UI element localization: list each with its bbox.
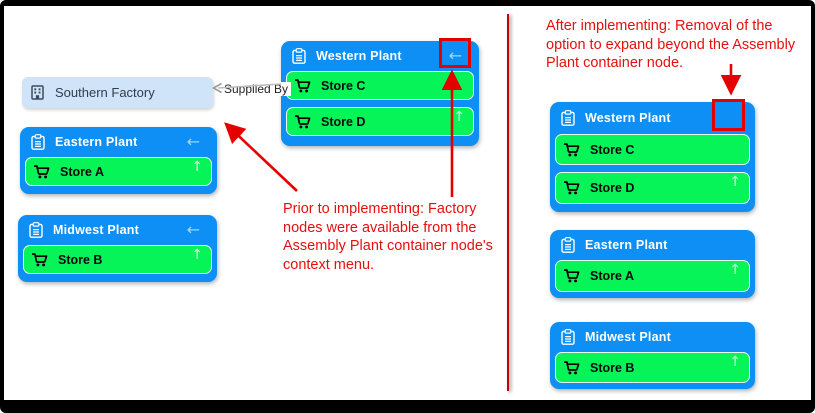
container-title: Eastern Plant: [55, 135, 138, 149]
factory-node-southern[interactable]: Southern Factory: [22, 77, 213, 108]
note-line: option to expand beyond the Assembly: [546, 36, 796, 53]
store-node-d[interactable]: Store D ↑: [286, 107, 474, 136]
western-plant-header: Western Plant ←: [286, 41, 474, 71]
note-line: context menu.: [283, 256, 375, 273]
shopping-cart-icon: [295, 78, 311, 93]
store-label: Store B: [58, 252, 103, 267]
note-line: After implementing: Removal of the: [546, 18, 773, 34]
note-line: Prior to implementing: Factory: [283, 201, 477, 217]
container-title: Eastern Plant: [585, 238, 668, 252]
shopping-cart-icon: [564, 181, 580, 195]
store-label: Store C: [321, 78, 366, 93]
container-node-western-plant-after[interactable]: Western Plant Store C Store D ↑: [550, 102, 755, 212]
eastern-plant-header: Eastern Plant ←: [25, 127, 212, 157]
container-title: Western Plant: [585, 111, 671, 125]
midwest-plant-header: Midwest Plant: [555, 322, 750, 352]
store-label: Store B: [590, 360, 635, 375]
store-node-d[interactable]: Store D ↑: [555, 172, 750, 204]
expand-up-arrow-icon[interactable]: ↑: [729, 354, 741, 370]
store-node-a[interactable]: Store A ↑: [555, 260, 750, 292]
note-line: Plant container node.: [546, 55, 684, 71]
assembly-plant-icon: [561, 110, 575, 126]
midwest-plant-header: Midwest Plant ←: [23, 215, 212, 245]
expand-up-arrow-icon[interactable]: ↑: [191, 247, 203, 263]
store-label: Store D: [321, 114, 366, 129]
container-title: Midwest Plant: [53, 223, 139, 237]
eastern-plant-header: Eastern Plant: [555, 230, 750, 260]
factory-label: Southern Factory: [55, 85, 155, 100]
shopping-cart-icon: [564, 269, 580, 283]
note-line: Assembly Plant container node's: [283, 238, 493, 254]
shopping-cart-icon: [564, 142, 580, 157]
container-node-western-plant-before[interactable]: Western Plant ← Store C Store D ↑: [281, 41, 479, 146]
store-node-a[interactable]: Store A ↑: [25, 157, 212, 186]
note-line: nodes were available from the: [283, 219, 477, 236]
store-node-c[interactable]: Store C: [555, 134, 750, 165]
assembly-plant-icon: [561, 237, 575, 253]
annotation-after-note: After implementing: Removal of the optio…: [546, 17, 795, 73]
annotation-before-note: Prior to implementing: Factory nodes wer…: [283, 200, 493, 274]
store-node-b[interactable]: Store B ↑: [555, 352, 750, 383]
store-label: Store C: [590, 142, 635, 157]
shopping-cart-icon: [32, 252, 48, 267]
collapse-left-arrow-icon[interactable]: ←: [186, 132, 200, 151]
collapse-left-arrow-icon[interactable]: ←: [448, 46, 462, 65]
container-node-midwest-plant-after[interactable]: Midwest Plant Store B ↑: [550, 322, 755, 389]
store-label: Store D: [590, 181, 635, 195]
container-node-eastern-plant-after[interactable]: Eastern Plant Store A ↑: [550, 230, 755, 298]
expand-up-arrow-icon[interactable]: ↑: [729, 174, 741, 190]
store-label: Store A: [60, 164, 104, 179]
store-label: Store A: [590, 269, 634, 283]
shopping-cart-icon: [564, 360, 580, 375]
pane-divider-line: [507, 14, 509, 391]
collapse-left-arrow-icon[interactable]: ←: [186, 220, 200, 239]
edge-label-supplied-by: Supplied By: [221, 82, 292, 96]
assembly-plant-icon: [561, 329, 575, 345]
container-node-eastern-plant-before[interactable]: Eastern Plant ← Store A ↑: [20, 127, 217, 194]
expand-up-arrow-icon[interactable]: ↑: [191, 159, 203, 175]
highlight-rect-collapse-arrow: [439, 38, 471, 68]
container-node-midwest-plant-before[interactable]: Midwest Plant ← Store B ↑: [18, 215, 217, 282]
assembly-plant-icon: [29, 222, 43, 238]
expand-up-arrow-icon[interactable]: ↑: [453, 109, 465, 125]
assembly-plant-icon: [292, 48, 306, 64]
shopping-cart-icon: [34, 164, 50, 179]
western-plant-header: Western Plant: [555, 102, 750, 134]
expand-up-arrow-icon[interactable]: ↑: [729, 262, 741, 278]
container-title: Western Plant: [316, 49, 402, 63]
store-node-c[interactable]: Store C: [286, 71, 474, 100]
shopping-cart-icon: [295, 114, 311, 129]
factory-building-icon: [31, 85, 44, 100]
container-title: Midwest Plant: [585, 330, 671, 344]
store-node-b[interactable]: Store B ↑: [23, 245, 212, 274]
assembly-plant-icon: [31, 134, 45, 150]
highlight-rect-removed-arrow: [712, 99, 745, 131]
